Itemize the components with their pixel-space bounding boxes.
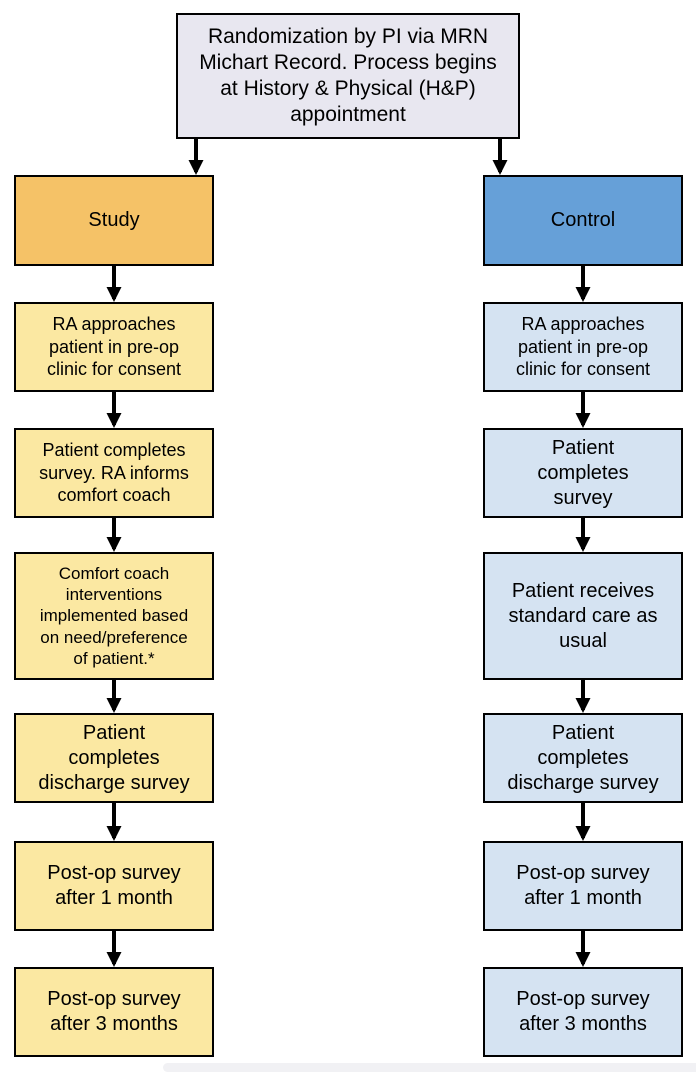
control-header-box: Control <box>483 175 683 266</box>
control-step-completes-survey-text: Patient completes survey <box>537 436 629 509</box>
study-step-postop-3-months: Post-op survey after 3 months <box>14 967 214 1057</box>
control-step-discharge-survey-text: Patient completes discharge survey <box>507 721 659 794</box>
study-step-postop-1-month-text: Post-op survey after 1 month <box>47 862 181 909</box>
study-step-survey-informs-coach: Patient completes survey. RA informs com… <box>14 428 214 518</box>
study-step-discharge-survey-text: Patient completes discharge survey <box>38 721 190 794</box>
study-step-comfort-coach-interventions-text: Comfort coach interventions implemented … <box>39 563 189 668</box>
page-edge-shadow <box>163 1063 696 1072</box>
study-step-survey-informs-coach-text: Patient completes survey. RA informs com… <box>39 440 189 506</box>
control-step-postop-3-months: Post-op survey after 3 months <box>483 967 683 1057</box>
control-step-discharge-survey: Patient completes discharge survey <box>483 713 683 803</box>
study-step-postop-1-month: Post-op survey after 1 month <box>14 841 214 931</box>
study-step-consent: RA approaches patient in pre-op clinic f… <box>14 302 214 392</box>
study-step-consent-text: RA approaches patient in pre-op clinic f… <box>46 314 182 380</box>
study-step-postop-3-months-text: Post-op survey after 3 months <box>47 988 181 1035</box>
control-step-postop-1-month-text: Post-op survey after 1 month <box>516 862 650 909</box>
study-step-comfort-coach-interventions: Comfort coach interventions implemented … <box>14 552 214 680</box>
control-step-standard-care: Patient receives standard care as usual <box>483 552 683 680</box>
control-step-completes-survey: Patient completes survey <box>483 428 683 518</box>
study-header-box: Study <box>14 175 214 266</box>
randomization-box-text: Randomization by PI via MRN Michart Reco… <box>199 24 497 127</box>
study-header-label: Study <box>88 209 140 231</box>
control-step-consent: RA approaches patient in pre-op clinic f… <box>483 302 683 392</box>
control-step-consent-text: RA approaches patient in pre-op clinic f… <box>515 314 651 380</box>
control-step-postop-1-month: Post-op survey after 1 month <box>483 841 683 931</box>
control-step-standard-care-text: Patient receives standard care as usual <box>508 579 658 652</box>
randomization-box: Randomization by PI via MRN Michart Reco… <box>176 13 520 139</box>
control-header-label: Control <box>550 209 616 231</box>
study-step-discharge-survey: Patient completes discharge survey <box>14 713 214 803</box>
control-step-postop-3-months-text: Post-op survey after 3 months <box>516 988 650 1035</box>
